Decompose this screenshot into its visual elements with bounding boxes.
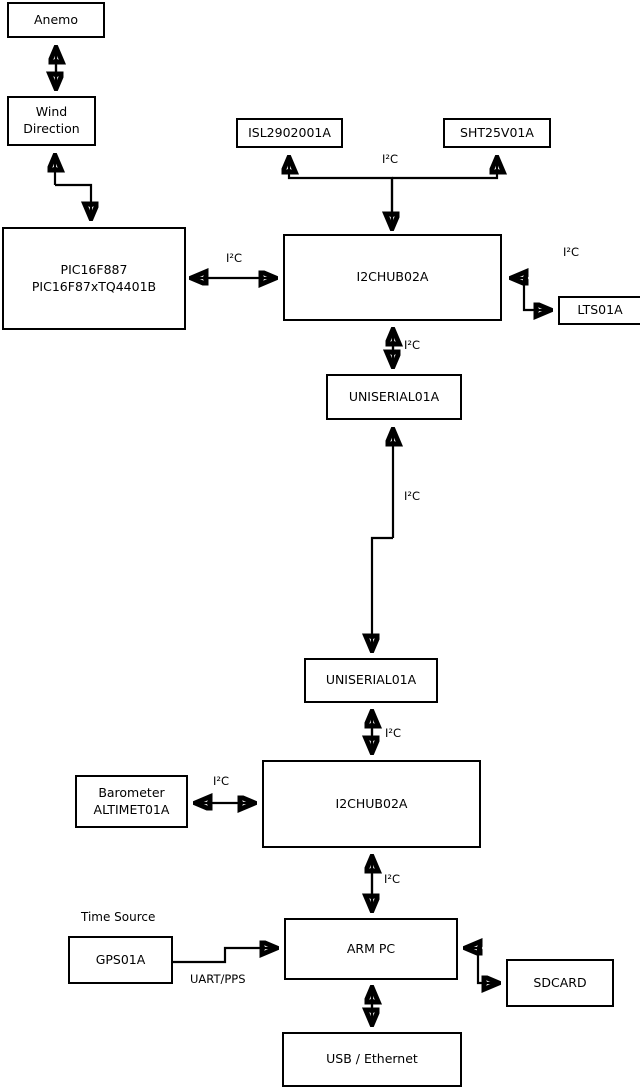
node-barometer-altimet01a-label: Barometer ALTIMET01A	[93, 784, 170, 817]
edge-gps-arm	[173, 948, 276, 964]
edge-label-i2c-hub-uniserial: I²C	[404, 338, 421, 352]
node-i2chub02a-bottom[interactable]: I2CHUB02A	[262, 760, 481, 848]
node-arm-pc-label: ARM PC	[346, 940, 396, 956]
node-wind-direction[interactable]: Wind Direction	[7, 96, 96, 146]
edge-label-i2c-hub-sensors: I²C	[382, 152, 399, 166]
node-uniserial01a-top[interactable]: UNISERIAL01A	[326, 374, 462, 420]
edge-label-i2c-pic-hub: I²C	[226, 251, 243, 265]
node-isl2902001a[interactable]: ISL2902001A	[236, 118, 343, 148]
edge-uniserial-link	[372, 430, 393, 650]
node-sht25v01a-label: SHT25V01A	[460, 124, 534, 140]
node-arm-pc[interactable]: ARM PC	[284, 918, 458, 980]
node-uniserial01a-bottom[interactable]: UNISERIAL01A	[304, 658, 438, 703]
node-gps01a-label: GPS01A	[95, 951, 146, 967]
node-lts01a[interactable]: LTS01A	[558, 296, 640, 325]
node-usb-ethernet-label: USB / Ethernet	[326, 1051, 418, 1067]
node-i2chub02a-bottom-label: I2CHUB02A	[335, 795, 408, 811]
node-isl2902001a-label: ISL2902001A	[248, 124, 331, 140]
node-uniserial01a-bottom-label: UNISERIAL01A	[325, 672, 417, 688]
node-anemo-label: Anemo	[34, 11, 78, 27]
node-sht25v01a[interactable]: SHT25V01A	[443, 118, 551, 148]
node-pic16f887[interactable]: PIC16F887 PIC16F87xTQ4401B	[2, 227, 186, 330]
node-lts01a-label: LTS01A	[577, 302, 623, 318]
node-barometer-altimet01a[interactable]: Barometer ALTIMET01A	[75, 775, 188, 828]
edge-label-i2c-uniserial-link: I²C	[404, 489, 421, 503]
edge-label-uart-pps: UART/PPS	[190, 972, 246, 986]
edge-label-i2c-baro-hub2: I²C	[213, 774, 230, 788]
edge-hub-lts	[512, 278, 550, 310]
node-sdcard-label: SDCARD	[533, 974, 587, 990]
node-i2chub02a-top[interactable]: I2CHUB02A	[283, 234, 502, 321]
edge-label-i2c-hub-lts: I²C	[563, 245, 580, 259]
edge-arm-sdcard	[466, 948, 498, 983]
label-time-source: Time Source	[81, 910, 156, 924]
edge-hub-sensors	[289, 158, 497, 228]
node-sdcard[interactable]: SDCARD	[506, 959, 614, 1007]
node-gps01a[interactable]: GPS01A	[68, 936, 173, 984]
edge-label-i2c-uniserial-hub2: I²C	[385, 726, 402, 740]
node-uniserial01a-top-label: UNISERIAL01A	[348, 388, 440, 404]
node-i2chub02a-top-label: I2CHUB02A	[356, 269, 429, 285]
node-pic16f887-label: PIC16F887 PIC16F87xTQ4401B	[31, 261, 157, 294]
node-usb-ethernet[interactable]: USB / Ethernet	[282, 1032, 462, 1087]
edge-label-i2c-hub2-arm: I²C	[384, 872, 401, 886]
node-wind-direction-label: Wind Direction	[23, 104, 80, 136]
edge-pic-wind	[55, 156, 91, 218]
node-anemo[interactable]: Anemo	[7, 2, 105, 38]
